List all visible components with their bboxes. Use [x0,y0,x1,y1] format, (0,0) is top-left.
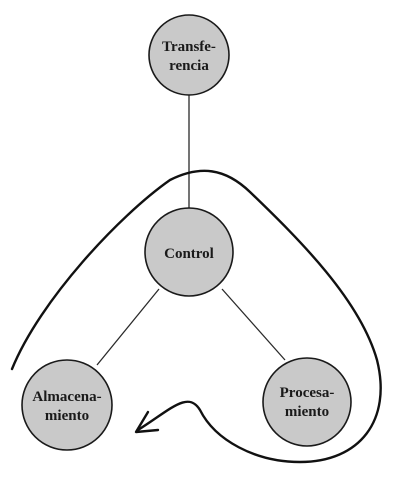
node-procesamiento-label-line1: Procesa- [280,385,335,401]
node-transferencia-label-line2: rencia [169,58,209,74]
node-control: Control [144,207,234,297]
node-transferencia: Transfe- rencia [148,14,230,96]
node-transferencia-label-line1: Transfe- [162,39,216,55]
link-control-procesamiento [221,288,286,361]
node-procesamiento: Procesa- miento [262,357,352,447]
node-transferencia-circle [148,14,230,96]
node-almacenamiento-label-line1: Almacena- [32,389,101,405]
node-control-circle [144,207,234,297]
flow-arrow-head [134,410,160,434]
link-control-almacenamiento [96,288,160,366]
node-procesamiento-label-line2: miento [285,404,329,420]
node-procesamiento-circle [262,357,352,447]
flow-curve [10,169,382,464]
node-almacenamiento: Almacena- miento [21,359,113,451]
node-almacenamiento-label-line2: miento [45,408,89,424]
node-control-label: Control [164,246,214,262]
node-almacenamiento-circle [21,359,113,451]
